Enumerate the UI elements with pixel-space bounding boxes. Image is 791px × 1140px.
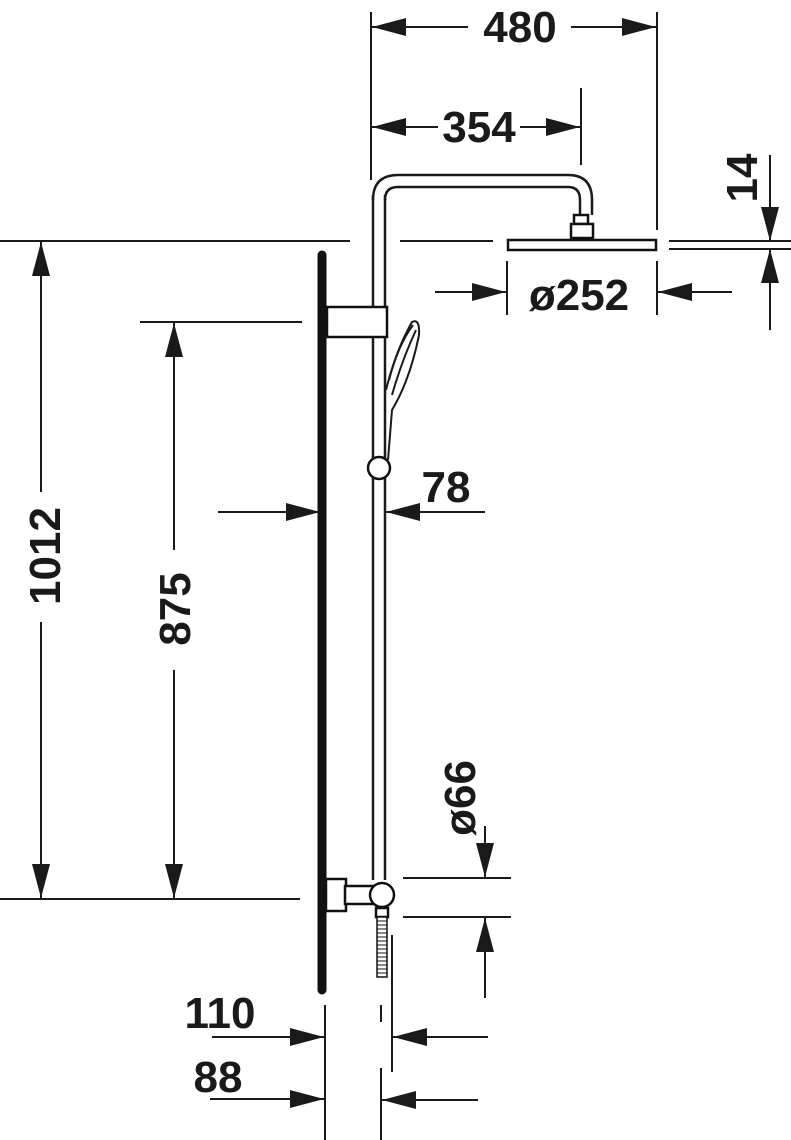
overhead-shower-head [506,238,658,252]
dim-rail-offset: 78 [218,463,485,521]
arm-connector [569,222,595,240]
label-480: 480 [483,3,556,52]
label-875: 875 [151,572,200,645]
dim-head-diameter: ø252 [435,261,732,320]
dim-outlet-projection: 110 88 [185,935,488,1140]
arm-nut [572,213,590,226]
dim-arm-to-head: 354 [372,88,582,165]
label-110: 110 [185,989,256,1038]
riser-rail [371,195,387,880]
hand-shower [366,320,421,481]
outlet-elbow [368,881,396,909]
dim-bracket-spacing: 875 [140,321,302,898]
lower-wall-bracket [324,877,396,919]
label-o66: ø66 [436,760,485,836]
dim-total-height: 1012 [0,240,350,900]
shower-arm [371,173,595,240]
label-o252: ø252 [529,271,629,320]
label-354: 354 [442,103,516,152]
label-1012: 1012 [21,507,70,605]
slider-knob [366,455,392,481]
dim-overall-arm-reach: 480 [370,3,658,230]
hose [376,916,388,978]
dim-outlet-diameter: ø66 [403,760,511,998]
label-88: 88 [194,1053,243,1102]
dim-head-thickness: 14 [400,153,791,330]
label-14: 14 [718,153,767,202]
label-78: 78 [422,463,471,512]
upper-wall-bracket [325,305,389,339]
